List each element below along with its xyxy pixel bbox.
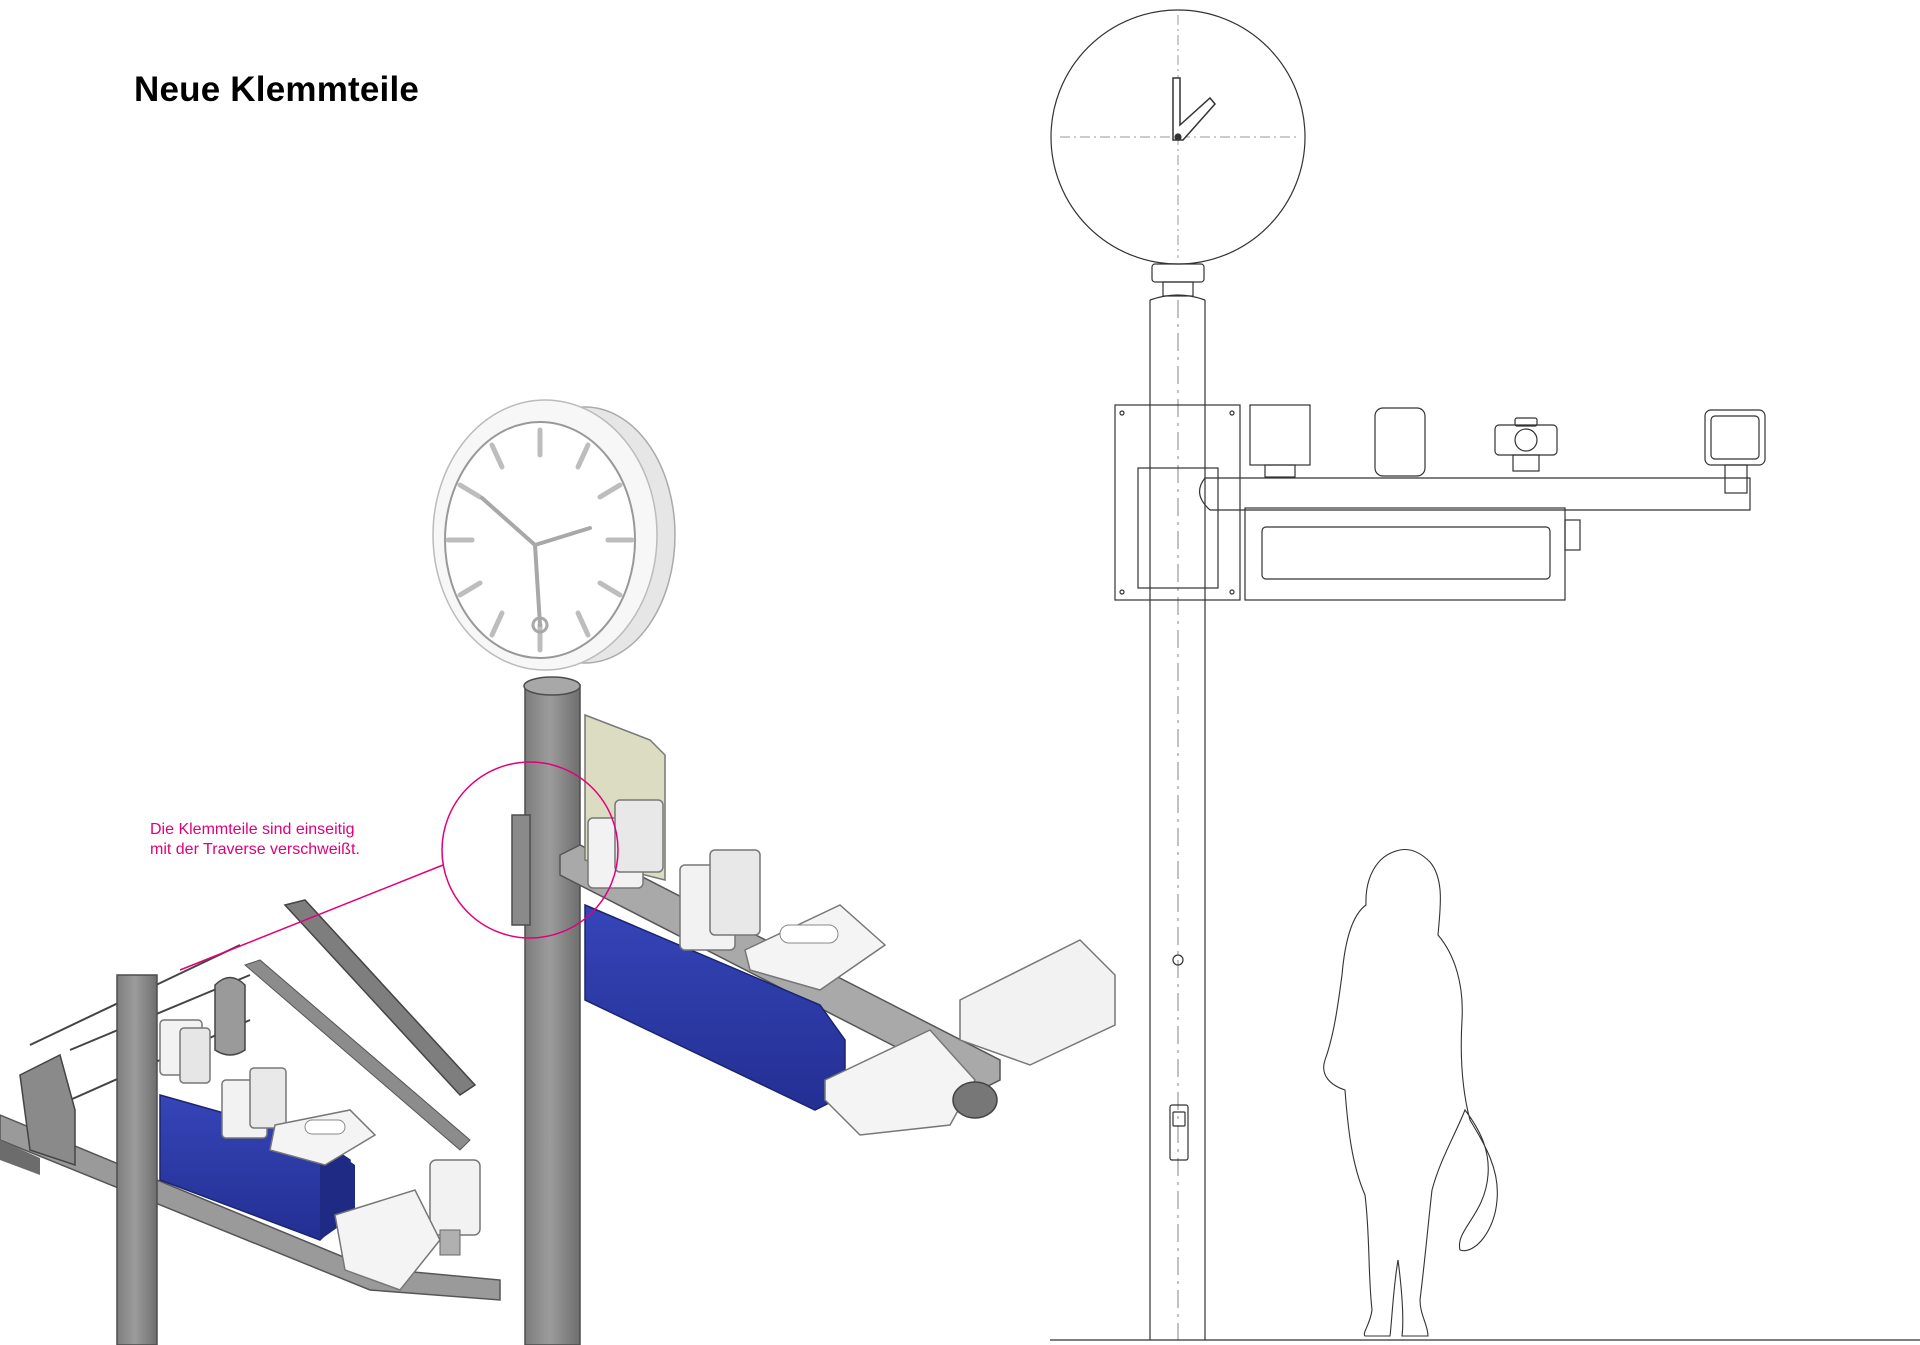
clock-elevation-icon [1050, 9, 1306, 297]
annotation-line-2: mit der Traverse verschweißt. [150, 841, 360, 858]
detail-inset [0, 899, 501, 1345]
person-silhouette-icon [1323, 848, 1498, 1337]
camera-icon [1494, 417, 1558, 472]
isometric-clock-pole [179, 399, 1116, 1345]
loudspeaker-icon [1704, 409, 1766, 494]
station-clock-icon [432, 399, 676, 671]
page-title: Neue Klemmteile [134, 70, 420, 109]
front-elevation [1050, 9, 1920, 1341]
annotation-callout: Die Klemmteile sind einseitig mit der Tr… [150, 820, 360, 860]
annotation-line-1: Die Klemmteile sind einseitig [150, 821, 355, 838]
